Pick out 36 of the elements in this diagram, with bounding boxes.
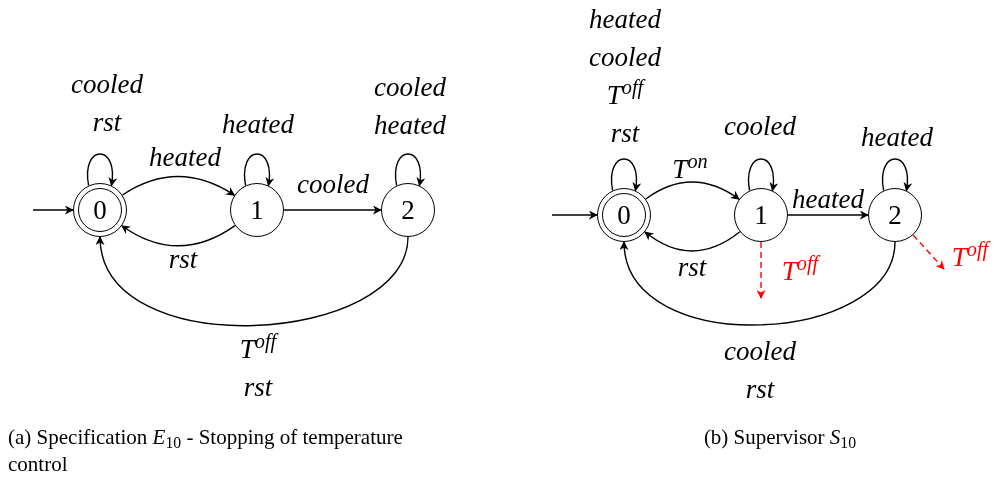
- self-loop-arrow: [610, 158, 641, 192]
- arrow: [121, 175, 236, 196]
- edge-label: cooled: [297, 168, 369, 201]
- arrow: [621, 241, 896, 326]
- subfigure-caption: (a) Specification E$_{10}$ - Stopping of temperature control: [8, 424, 404, 478]
- self-loop-arrow: [86, 153, 117, 187]
- arrow: [551, 210, 598, 220]
- edge-label: T$^{off}$: [781, 252, 819, 288]
- edge-label: heated: [222, 108, 294, 141]
- edge-label: T$^{off}$ rst: [239, 330, 277, 404]
- self-loop-arrow: [747, 158, 778, 192]
- edge-label: cooled rst: [724, 335, 796, 406]
- edge-label: cooled: [724, 110, 796, 143]
- self-loop-arrow: [243, 153, 274, 187]
- arrow: [32, 205, 74, 215]
- edge-label: rst: [168, 243, 198, 276]
- arrow: [645, 181, 740, 200]
- arrow: [787, 210, 869, 220]
- arrow: [644, 231, 741, 252]
- arrow: [756, 241, 766, 299]
- edge-label: heated cooled T$^{off}$ rst: [589, 3, 661, 150]
- arrow: [912, 234, 945, 270]
- edge-label: rst: [677, 251, 707, 284]
- edge-label: cooled heated: [374, 71, 446, 142]
- edge-label: cooled rst: [71, 68, 143, 139]
- edge-label: heated: [792, 183, 864, 216]
- edge-label: heated: [861, 121, 933, 154]
- self-loop-arrow: [394, 153, 425, 187]
- self-loop-arrow: [881, 158, 912, 192]
- edge-label: heated: [149, 141, 221, 174]
- arrow: [121, 224, 236, 247]
- edge-label: T$^{on}$: [672, 150, 708, 186]
- arrow: [97, 236, 409, 327]
- arrow: [283, 205, 382, 215]
- subfigure-caption: (b) Supervisor S$_{10}$: [702, 424, 858, 451]
- edge-label: T$^{off}$: [951, 238, 989, 274]
